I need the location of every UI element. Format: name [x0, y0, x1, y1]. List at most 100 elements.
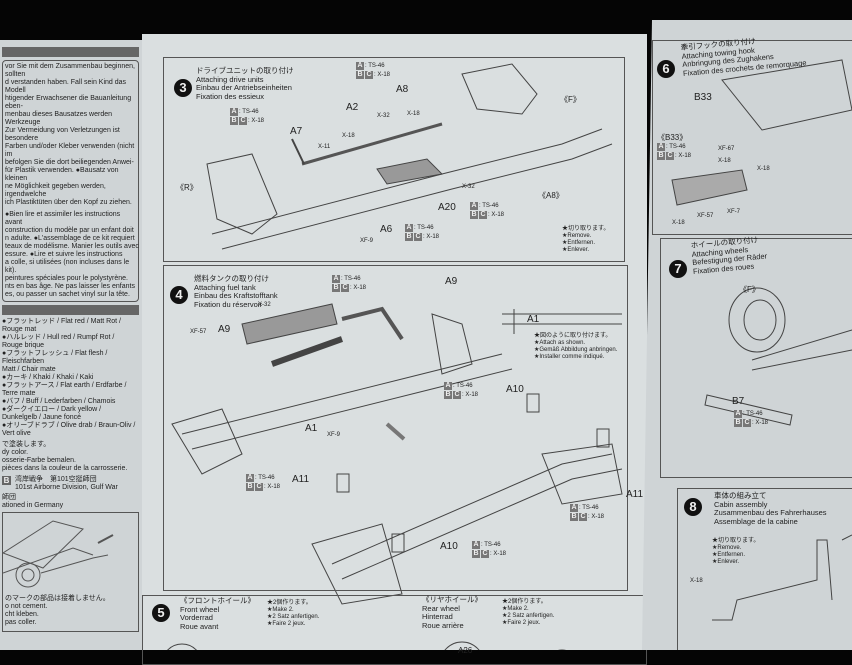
step-8-title: Assemblage de la cabine: [714, 516, 798, 526]
step-4-panel: [163, 265, 628, 591]
paint-x32: X-32: [377, 113, 390, 119]
paint-key-a: A: [230, 108, 238, 116]
paint-key-b: B: [472, 550, 480, 558]
paint-x18: X-18: [672, 220, 685, 226]
paint-x18: X-18: [342, 133, 355, 139]
front-wheel-title: 《フロントホイール》: [180, 596, 255, 605]
remove-note: ★Enlever.: [712, 559, 740, 565]
no-cement-note: pas coller.: [5, 619, 37, 626]
no-cement-note: o not cement.: [5, 603, 48, 610]
step-3-title: Fixation des essieux: [196, 91, 264, 101]
paint-key-c: C: [414, 233, 422, 241]
part-a9-detail: A9: [445, 276, 458, 287]
colors-header-bar: [2, 305, 139, 315]
paint-key-c: C: [341, 284, 349, 292]
warning-text-fr: teaux de modélisme. Manier les outils av…: [5, 243, 139, 250]
paint-color-item: Matt / Chair mate: [2, 366, 56, 373]
paint-color-item: ●フラットレッド / Flat red / Matt Rot / Rouge m…: [2, 318, 121, 333]
make-note: ★Make 2.: [267, 607, 294, 613]
front-wheel-title: Vorderrad: [180, 613, 213, 622]
paint-key-b: B: [405, 233, 413, 241]
warning-box: vor Sie mit dem Zusammenbau beginnen, so…: [2, 60, 139, 302]
remove-note: ★Entfernen.: [562, 240, 596, 246]
inset-a9: [502, 309, 622, 334]
paint-key-a: A: [444, 382, 452, 390]
paint-x18: X-18: [718, 158, 731, 164]
attach-note: ★Gemäß Abbildung anbringen.: [534, 347, 618, 353]
part-a20: A20: [438, 202, 456, 213]
make-note: ★Faire 2 jeux.: [502, 620, 541, 626]
paint-bc-color: : X-18: [423, 234, 440, 240]
remove-note: ★Remove.: [712, 545, 742, 551]
paint-a-color: : TS-46: [743, 411, 763, 417]
chassis-rail-4: [181, 353, 503, 435]
attach-note: ★Attach as shown.: [534, 340, 586, 346]
paint-key-b: B: [356, 71, 364, 79]
step-8-title: Cabin assembly: [714, 499, 768, 509]
warning-text-fr: n adulte. ●L'assemblage de ce kit requie…: [5, 235, 135, 242]
tow-hook-detail: [671, 169, 748, 206]
paint-key-b: B: [332, 284, 340, 292]
label-front: 《F》: [560, 95, 581, 104]
paint-color-item: ●カーキ / Khaki / Khaki / Kaki: [2, 374, 94, 381]
body-color-note: dy color.: [2, 449, 29, 456]
paint-key-a: A: [472, 541, 480, 549]
driveshaft-3: [301, 122, 443, 166]
paint-x18: X-18: [757, 166, 770, 172]
paint-color-item: ●ダークイエロー / Dark yellow / Dunkelgelb / Ja…: [2, 406, 102, 421]
part-a26: A26: [458, 646, 473, 655]
part-a6: A6: [380, 224, 393, 235]
chassis-rail-4b: [331, 453, 613, 565]
step-3-title: ドライブユニットの取り付け: [196, 66, 294, 75]
paint-key-c: C: [365, 71, 373, 79]
paint-key-a: A: [405, 224, 413, 232]
step-5-number: 5: [152, 604, 170, 622]
step-3-number: 3: [174, 79, 192, 97]
stationed-jp: 師団: [2, 494, 16, 501]
paint-bc-color: : X-18: [350, 285, 367, 291]
paint-x32: X-32: [462, 184, 475, 190]
stationed-text: ationed in Germany: [2, 502, 64, 509]
paint-a-color: : TS-46: [239, 109, 259, 115]
make-note: ★2 Satz anfertigen.: [502, 613, 555, 619]
paint-bc-color: : X-18: [374, 72, 391, 78]
paint-xf9: XF-9: [327, 432, 341, 438]
step-7-panel: [660, 238, 852, 478]
paint-a-color: : TS-46: [479, 203, 499, 209]
front-axle-3: [461, 63, 538, 115]
paint-bc-color: : X-18: [488, 212, 505, 218]
part-a1-detail: A1: [527, 314, 540, 325]
step-3-title: Einbau der Antriebseinheiten: [196, 83, 292, 92]
warning-text-fr: nts en bas âge. Ne pas laisser les enfan…: [5, 283, 135, 290]
warning-text-fr: essure. ●Lire et suivre les instructions: [5, 251, 123, 258]
remove-note: ★Entfernen.: [712, 552, 746, 558]
detail-box: のマークの部品は接着しません。o not cement.cht kleben.p…: [2, 512, 139, 632]
paint-key-b: B: [470, 211, 478, 219]
paint-xf9: XF-9: [360, 238, 374, 244]
paint-xf57: XF-57: [697, 213, 714, 219]
paint-key-a: A: [246, 474, 254, 482]
warning-text-de: d verstanden haben. Fall sein Kind das M…: [5, 79, 127, 94]
paint-xf7: XF-7: [727, 209, 741, 215]
paint-a-color: : TS-46: [341, 276, 361, 282]
instruction-drawings-right: [671, 59, 852, 621]
paint-key-b: B: [657, 152, 665, 160]
make-note: ★2個作ります。: [267, 600, 312, 606]
paint-a-color: : TS-46: [255, 475, 275, 481]
paint-xf57: XF-57: [190, 329, 207, 335]
warning-text-fr: es, ou passer un sachet vinyl sur la têt…: [5, 291, 130, 298]
marking-row: B 湾岸戦争 第101空挺師団 101st Airborne Division,…: [2, 476, 139, 492]
label-rear: 《R》: [176, 183, 198, 192]
paint-bc-color: : X-18: [588, 514, 605, 520]
rear-axle-3: [206, 153, 278, 235]
paint-key-a: A: [734, 410, 742, 418]
